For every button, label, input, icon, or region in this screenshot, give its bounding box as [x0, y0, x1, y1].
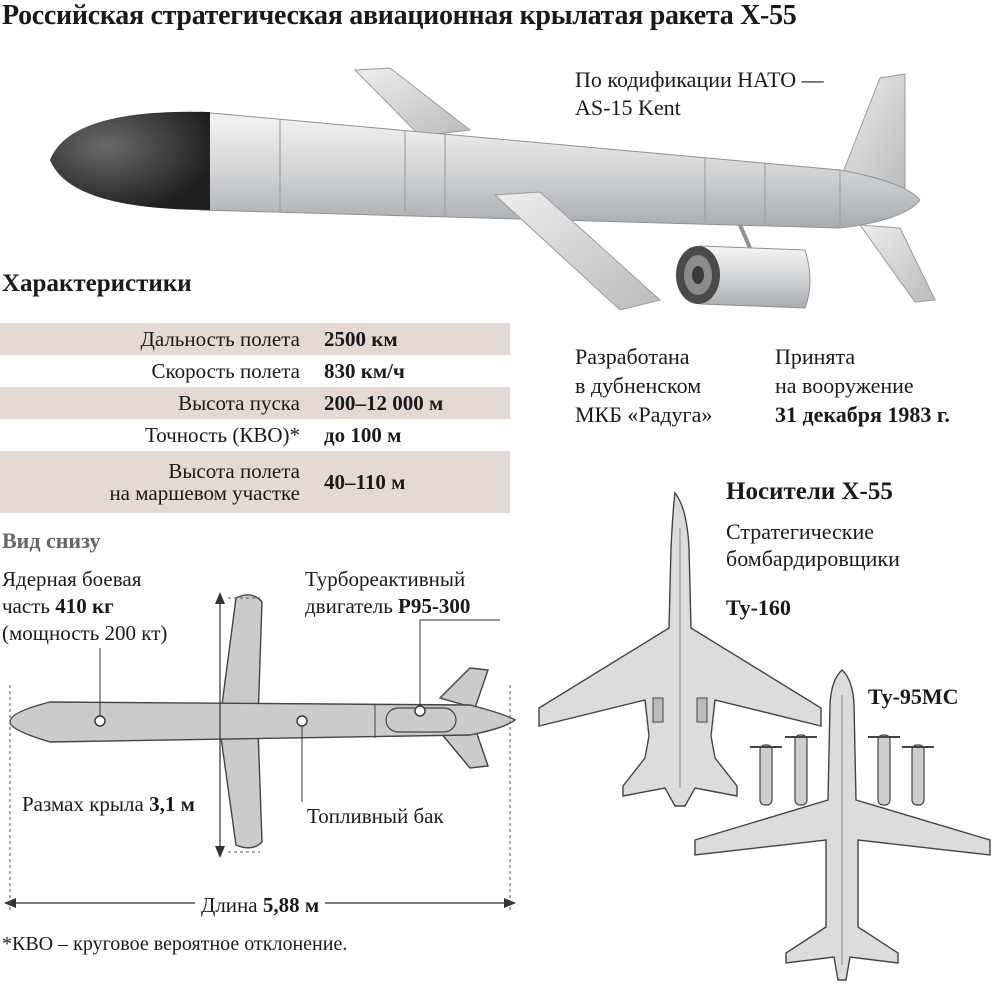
engine-label: Турбореактивный двигатель Р95-300	[305, 566, 470, 620]
spec-label: Высота полета на маршевом участке	[0, 451, 322, 513]
fuel-tank-marker	[296, 715, 308, 727]
bottom-view-diagram	[4, 592, 517, 910]
spec-value: 2500 км	[324, 327, 398, 351]
warhead-line-2: часть 410 кг	[2, 593, 167, 620]
engine-model: Р95-300	[398, 594, 471, 618]
nato-designation: По кодификации НАТО — AS-15 Kent	[575, 66, 824, 122]
developer-block: Разработана в дубненском МКБ «Радуга»	[575, 342, 712, 429]
adopted-line-2: на вооружение	[775, 373, 914, 398]
spec-label: Точность (КВО)*	[144, 423, 300, 447]
wingspan-label: Размах крыла 3,1 м	[22, 792, 195, 817]
length-value: 5,88 м	[262, 893, 320, 917]
adopted-line-1: Принята	[775, 344, 856, 369]
developer-line-3: МКБ «Радуга»	[575, 402, 713, 427]
lower-wing	[493, 191, 662, 311]
fuel-tank-label: Топливный бак	[307, 804, 444, 828]
page-title: Российская стратегическая авиационная кр…	[2, 0, 797, 31]
length-prefix: Длина	[201, 893, 263, 917]
nato-line-2: AS-15 Kent	[575, 95, 681, 120]
ventral-fin	[858, 224, 936, 303]
spec-label: Скорость полета	[151, 359, 300, 383]
spec-label: Дальность полета	[140, 327, 301, 351]
warhead-label: Ядерная боевая часть 410 кг (мощность 20…	[2, 566, 167, 647]
bottom-wing-lower	[219, 729, 263, 849]
warhead-mass: 410 кг	[55, 594, 114, 618]
engine-leader	[419, 619, 500, 706]
missile-body	[199, 111, 921, 229]
developer-line-1: Разработана	[575, 344, 690, 369]
wingspan-prefix: Размах крыла	[22, 792, 150, 816]
warhead-line-1: Ядерная боевая	[2, 567, 142, 591]
spec-value: 830 км/ч	[324, 359, 405, 383]
carriers-sub-line-2: бомбардировщики	[726, 546, 900, 571]
engine-line-1: Турбореактивный	[305, 567, 466, 591]
spec-value: 40–110 м	[324, 470, 406, 494]
warhead-marker	[94, 715, 106, 727]
bottom-view-heading: Вид снизу	[2, 528, 101, 553]
adopted-date: 31 декабря 1983 г.	[775, 402, 950, 427]
upper-wing	[353, 67, 472, 137]
footnote: *КВО – круговое вероятное отклонение.	[2, 933, 348, 955]
specs-heading: Характеристики	[2, 270, 192, 297]
wingspan-value: 3,1 м	[149, 792, 195, 816]
tu95ms-illustration	[694, 669, 991, 981]
nato-line-1: По кодификации НАТО —	[575, 67, 824, 92]
engine-line-2: двигатель Р95-300	[305, 593, 470, 620]
spec-row: Дальность полета 2500 км	[0, 323, 510, 355]
bottom-wing-upper	[219, 594, 263, 721]
carriers-subheading: Стратегические бомбардировщики	[726, 518, 900, 572]
spec-label: Высота пуска	[178, 391, 300, 415]
tu160-illustration	[538, 491, 822, 807]
engine-nacelle	[699, 245, 811, 309]
tu160-label: Ту-160	[726, 595, 791, 620]
cruise-label-line-2: на маршевом участке	[109, 481, 300, 505]
spec-row: Точность (КВО)* до 100 м	[0, 419, 510, 451]
developer-line-2: в дубненском	[575, 373, 702, 398]
carriers-sub-line-1: Стратегические	[726, 519, 875, 544]
specs-table: Дальность полета 2500 км Скорость полета…	[0, 323, 510, 513]
missile-side-illustration	[50, 67, 936, 311]
adoption-block: Принята на вооружение 31 декабря 1983 г.	[775, 342, 950, 429]
spec-row-cruise: Высота полета на маршевом участке 40–110…	[0, 451, 510, 513]
engine-marker	[414, 705, 426, 717]
nose-cone	[50, 111, 210, 210]
spec-row: Скорость полета 830 км/ч	[0, 355, 510, 387]
tail-fin	[839, 73, 906, 189]
tu95ms-label: Ту-95МС	[868, 684, 959, 709]
spec-row: Высота пуска 200–12 000 м	[0, 387, 510, 419]
length-label: Длина 5,88 м	[195, 893, 326, 918]
engine-line-2-prefix: двигатель	[305, 594, 399, 618]
spec-value: 200–12 000 м	[324, 391, 444, 415]
warhead-line-3: (мощность 200 кт)	[2, 621, 168, 645]
cruise-label-line-1: Высота полета	[168, 459, 300, 483]
warhead-line-2-prefix: часть	[2, 594, 56, 618]
spec-value: до 100 м	[324, 423, 402, 447]
bottom-tail-upper	[438, 667, 489, 709]
carriers-heading: Носители Х-55	[726, 478, 893, 505]
